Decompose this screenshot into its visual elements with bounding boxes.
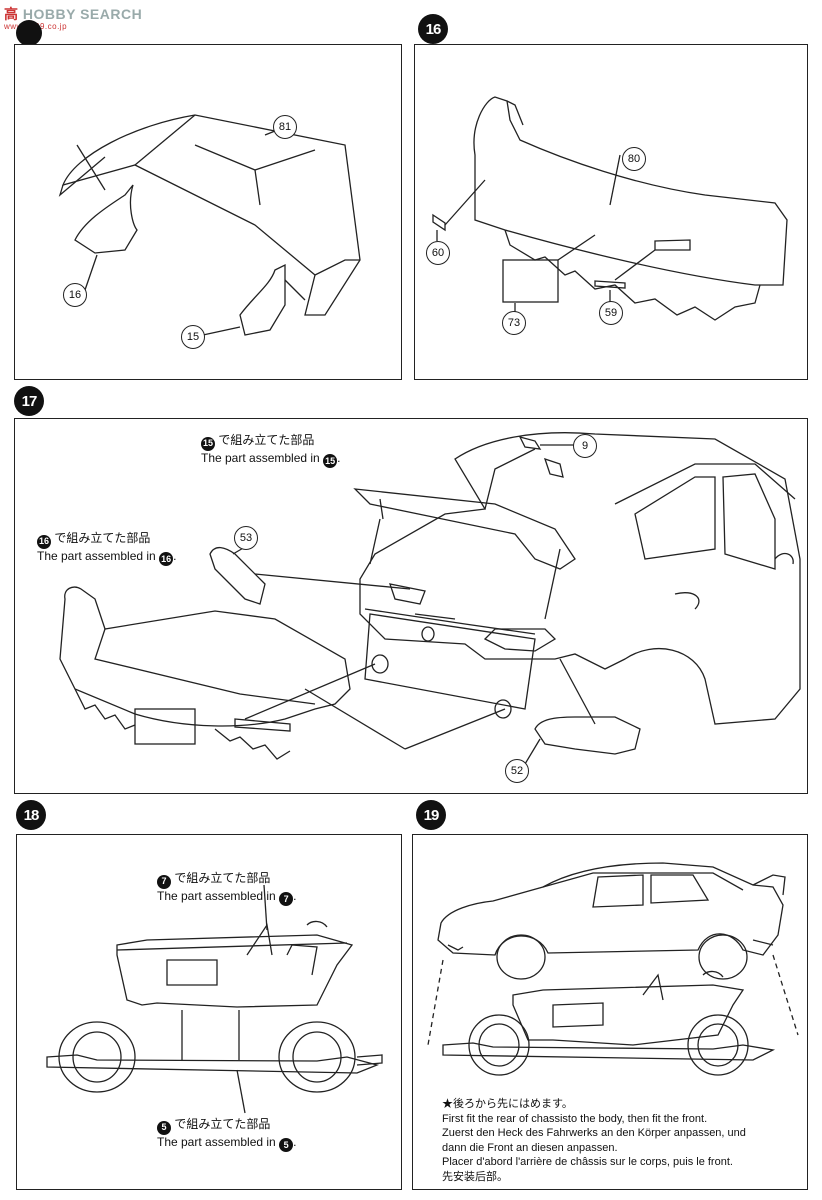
step-17-badge: 17 [14,386,44,416]
note-7-en: The part assembled in [157,888,276,903]
part-60-callout: 60 [426,241,450,265]
step-ref-5-icon: 5 [157,1120,171,1135]
part-73-callout: 73 [502,311,526,335]
part-81-callout: 81 [273,115,297,139]
body-to-chassis-diagram [427,862,799,1076]
panel-step-19 [412,834,808,1190]
note-7-ja: で組み立てた部品 [174,871,271,885]
note-assembled-16: 16 で組み立てた部品 The part assembled in 16. [37,531,176,566]
part-53-callout: 53 [234,526,258,550]
watermark-brand-char: 高 [4,6,19,22]
note-16-ja: で組み立てた部品 [54,531,151,545]
part-80-callout: 80 [622,147,646,171]
step-19-badge: 19 [416,800,446,830]
instruction-en: First fit the rear of chassisto the body… [442,1112,708,1125]
step-ref-7-icon: 7 [157,874,171,889]
step-ref-7-icon-2: 7 [279,892,294,906]
rear-bumper-diagram [432,96,788,321]
note-5-ja: で組み立てた部品 [174,1117,271,1131]
step-ref-16-icon: 16 [37,534,51,549]
panel-step-15: 81 16 15 [14,44,402,380]
part-59-callout: 59 [599,301,623,325]
part-9-callout: 9 [573,434,597,458]
step-18-badge: 18 [16,800,46,830]
step-ref-16-icon-2: 16 [159,552,174,566]
panel-step-16: 80 60 73 59 [414,44,808,380]
note-assembled-15: 15 で組み立てた部品 The part assembled in 15. [201,433,340,468]
note-assembled-5: 5 で組み立てた部品 The part assembled in 5. [157,1117,296,1152]
part-16-callout: 16 [63,283,87,307]
step-ref-15-icon: 15 [201,436,215,451]
note-16-en: The part assembled in [37,548,156,563]
note-assembled-7: 7 で組み立てた部品 The part assembled in 7. [157,871,296,906]
rear-assembly-diagram [59,432,801,765]
watermark-site-name: HOBBY SEARCH [22,6,143,22]
note-5-en: The part assembled in [157,1134,276,1149]
instruction-de-2: dann die Front an diesen anpassen. [442,1141,618,1154]
step-15-badge [16,20,42,46]
step-ref-15-icon-2: 15 [323,454,338,468]
instruction-fr: Placer d'abord l'arrière de châssis sur … [442,1156,733,1168]
step-ref-5-icon-2: 5 [279,1138,294,1152]
fitting-instructions: ★後ろから先にはめます。 First fit the rear of chass… [442,1097,746,1184]
rear-spoiler-diagram [58,114,361,336]
part-15-callout: 15 [181,325,205,349]
note-15-en: The part assembled in [201,450,320,465]
panel-step-18: 7 で組み立てた部品 The part assembled in 7. 5 で組… [16,834,402,1190]
panel-step-17: 15 で組み立てた部品 The part assembled in 15. 16… [14,418,808,794]
note-15-ja: で組み立てた部品 [218,433,315,447]
instruction-de-1: Zuerst den Heck des Fahrwerks an den Kör… [442,1127,746,1139]
chassis-assembly-diagram [46,884,383,1114]
instruction-ja: ★後ろから先にはめます。 [442,1098,573,1110]
instruction-zh: 先安装后部。 [442,1170,508,1183]
part-52-callout: 52 [505,759,529,783]
step-16-badge: 16 [418,14,448,44]
